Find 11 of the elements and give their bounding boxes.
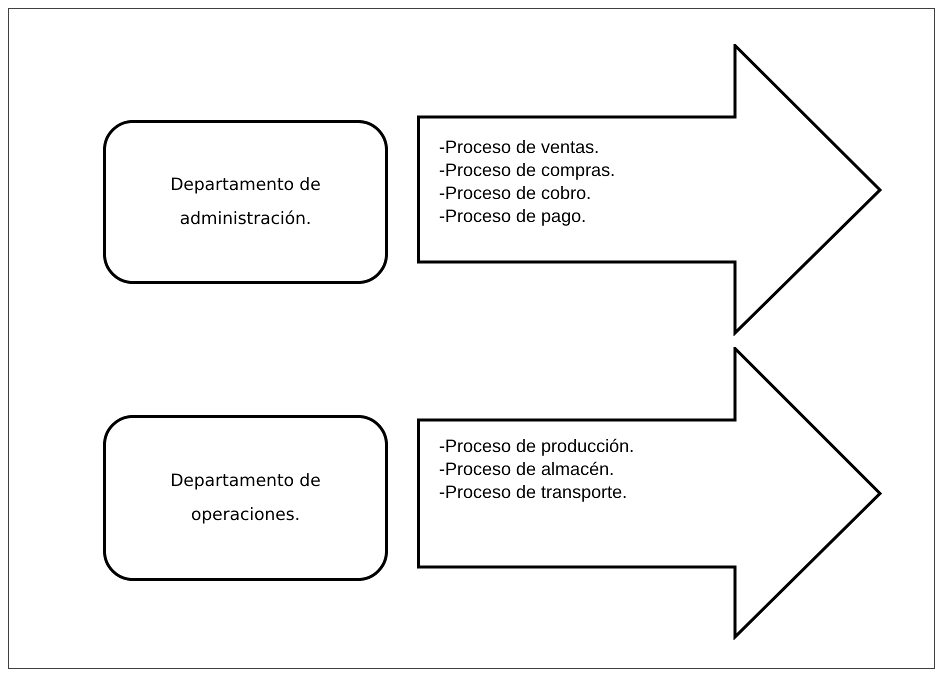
list-item: -Proceso de transporte. (439, 481, 628, 504)
department-box (103, 120, 388, 284)
list-item: -Proceso de compras. (439, 159, 616, 182)
list-item: -Proceso de almacén. (439, 458, 614, 481)
department-name: Departamento de operaciones. (169, 470, 322, 527)
list-item: -Proceso de pago. (439, 205, 586, 228)
department-box (103, 415, 388, 581)
list-item: -Proceso de producción. (439, 435, 634, 458)
department-name: Departamento de administración. (169, 174, 322, 231)
list-item: -Proceso de ventas. (439, 136, 600, 159)
list-item: -Proceso de cobro. (439, 182, 592, 205)
